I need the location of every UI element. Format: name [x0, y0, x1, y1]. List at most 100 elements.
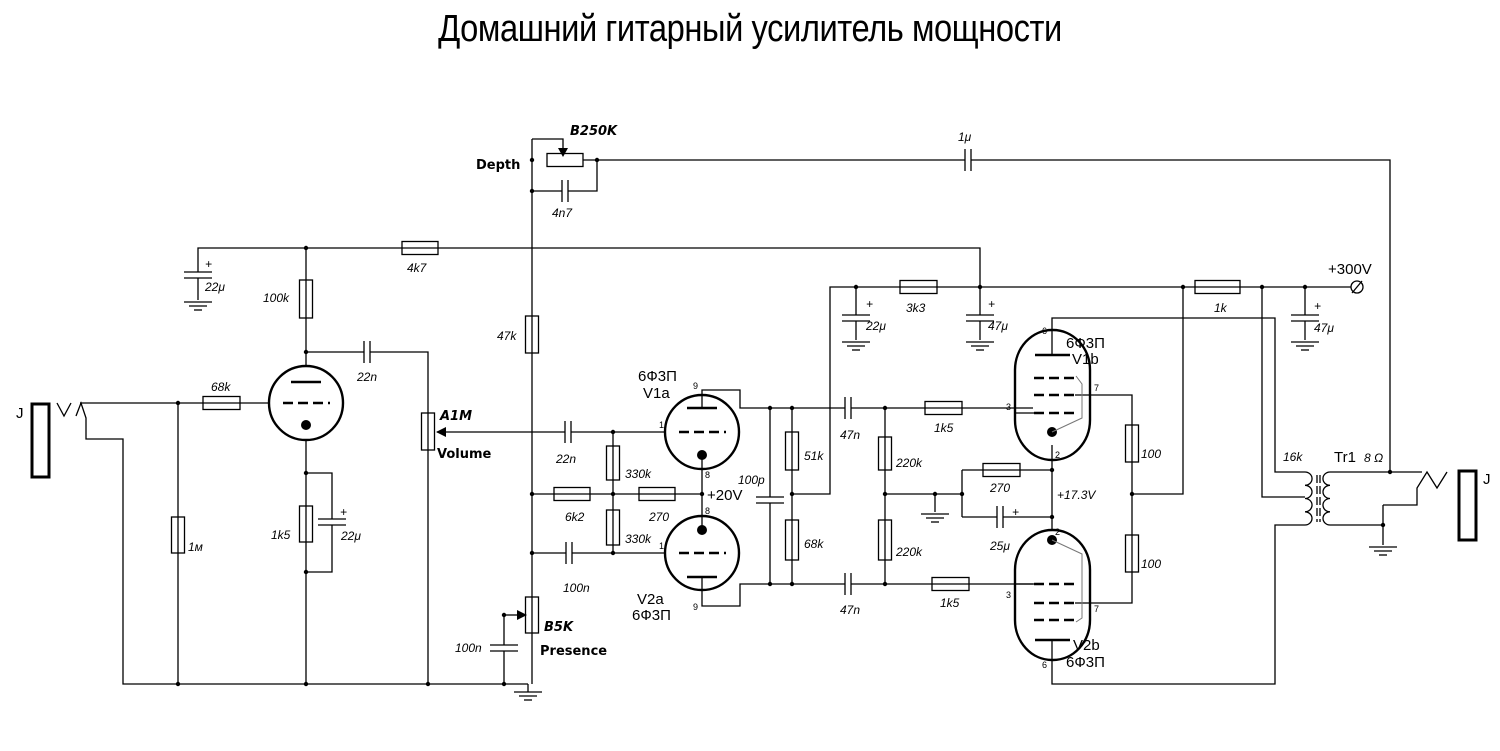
capacitor-gap — [854, 315, 858, 321]
resistor — [1124, 534, 1140, 573]
resistor — [605, 445, 621, 481]
capacitor-gap — [845, 406, 851, 410]
r-100-top-label: 100 — [1141, 447, 1161, 461]
r-68k-label: 68k — [211, 380, 231, 394]
ground-icon — [184, 301, 212, 311]
wire — [306, 351, 429, 684]
v1b-type-label: 6Ф3П — [1066, 335, 1105, 352]
junction-dot — [1302, 284, 1308, 290]
resistor — [931, 576, 970, 592]
transformer-name-label: Tr1 — [1334, 449, 1356, 466]
depth-label: Depth — [476, 158, 520, 173]
capacitor-gap — [565, 430, 571, 434]
plus-sign: + — [988, 297, 995, 311]
wire — [583, 159, 1391, 472]
junction-dot — [529, 157, 535, 163]
junction-dot — [699, 491, 705, 497]
pin-label: 7 — [1094, 604, 1099, 614]
capacitor-gap — [330, 519, 334, 525]
junction-dot — [1387, 469, 1393, 475]
wire — [701, 583, 1033, 607]
ground-icon — [1369, 546, 1397, 556]
ground-icon — [921, 513, 949, 523]
r-330k-bottom-label: 330k — [625, 532, 652, 546]
beam-plate-link — [1051, 539, 1083, 623]
wire — [1132, 287, 1184, 495]
junction-dot — [789, 581, 795, 587]
c-22u-rail-label: 22μ — [204, 280, 225, 294]
transformer-primary-label: 16k — [1283, 450, 1303, 464]
ground-icon — [966, 341, 994, 351]
r-100-bottom-label: 100 — [1141, 557, 1161, 571]
c-25u-label: 25μ — [989, 539, 1010, 553]
r-68k-pi-label: 68k — [804, 537, 824, 551]
capacitor-gap — [768, 497, 772, 503]
v1a-name-label: V1a — [643, 385, 670, 402]
junction-dot — [610, 429, 616, 435]
junction-dot — [932, 491, 938, 497]
ground-icon — [842, 341, 870, 351]
junction-dot — [175, 681, 181, 687]
junction-dot — [959, 491, 965, 497]
pin-label: 1 — [659, 541, 664, 551]
r-270-cathode-label: 270 — [989, 481, 1010, 495]
resistor — [877, 436, 893, 471]
presence-label: Presence — [540, 644, 607, 659]
junction-dot — [1259, 284, 1265, 290]
c-22u-cathode-label: 22μ — [340, 529, 361, 543]
output-jack-label: J — [1483, 471, 1491, 488]
r-330k-top-label: 330k — [625, 467, 652, 481]
ground-icon — [514, 691, 542, 701]
pin-label: 8 — [705, 506, 710, 516]
junction-dot — [853, 284, 859, 290]
resistor — [877, 519, 893, 561]
c-4n7-label: 4n7 — [552, 206, 573, 220]
resistor — [298, 279, 314, 319]
c-100p-label: 100p — [738, 473, 765, 487]
r-270-pi-label: 270 — [648, 510, 669, 524]
junction-dot — [529, 550, 535, 556]
tube-cathode — [697, 450, 707, 460]
pin-label: 2 — [1055, 450, 1060, 460]
resistor — [1194, 279, 1241, 295]
volume-label: Volume — [437, 447, 492, 462]
wire — [701, 389, 1033, 409]
pot-b5k-label: B5K — [544, 620, 574, 635]
junction-dot — [303, 681, 309, 687]
resistor — [899, 279, 938, 295]
resistor — [420, 412, 436, 451]
resistor — [1124, 424, 1140, 463]
capacitor-gap — [196, 272, 200, 278]
pin-label: 9 — [693, 381, 698, 391]
junction-dot — [501, 681, 507, 687]
v2b-type-label: 6Ф3П — [1066, 654, 1105, 671]
junction-dot — [767, 405, 773, 411]
wiper-arrow-icon — [436, 427, 446, 437]
junction-dot — [303, 470, 309, 476]
transformer-primary-coil — [1304, 471, 1313, 526]
wire — [306, 472, 333, 573]
junction-dot — [1180, 284, 1186, 290]
c-22n-grid-label: 22n — [555, 452, 576, 466]
labels: J J 68k 1м 100k 1k5 22μ + 22μ + 22n 4k7 … — [16, 124, 1491, 671]
pin-label: 2 — [1055, 527, 1060, 537]
capacitor-gap — [1303, 315, 1307, 321]
voltage-300v-label: +300V — [1328, 261, 1372, 278]
junction-dot — [303, 245, 309, 251]
junction-dot — [529, 188, 535, 194]
terminal-icon — [1350, 280, 1364, 294]
junction-dot — [789, 405, 795, 411]
input-jack-label: J — [16, 405, 24, 422]
r-1k5-cathode-label: 1k5 — [271, 528, 291, 542]
pin-label: 6 — [1042, 326, 1047, 336]
resistor — [553, 486, 591, 502]
wire — [1383, 470, 1448, 506]
c-100n-grid-label: 100n — [563, 581, 590, 595]
plus-sign: + — [1012, 505, 1019, 519]
junction-dot — [501, 612, 507, 618]
wiper-arrow-icon — [558, 148, 568, 157]
pot-b250k-label: B250K — [570, 124, 618, 139]
input-jack-icon — [30, 402, 51, 479]
junction-dot — [882, 405, 888, 411]
